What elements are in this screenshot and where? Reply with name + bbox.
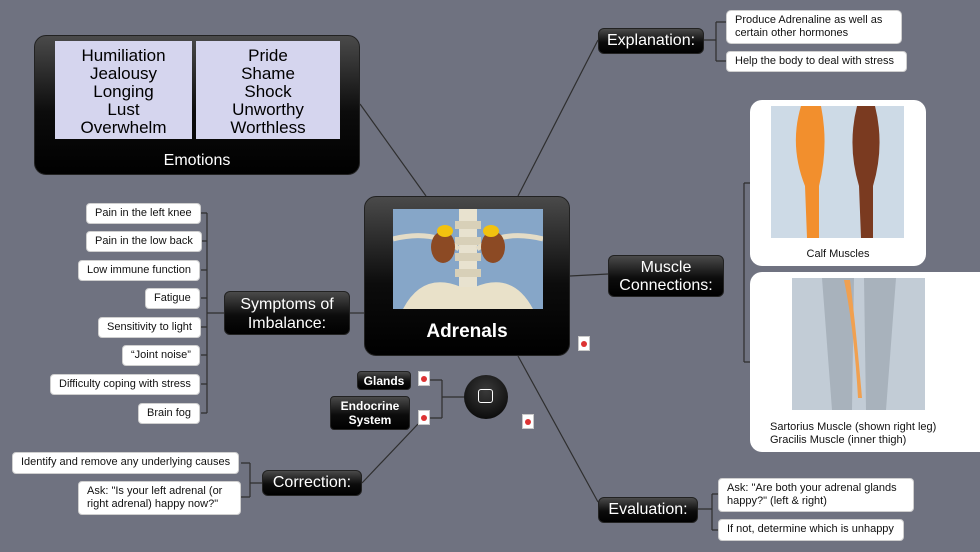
emotion-item: Longing [93,82,154,101]
central-node[interactable]: Adrenals [364,196,570,356]
calf-muscles-icon [771,106,904,238]
pdf-attachment-icon[interactable] [578,336,590,351]
endocrine-label-1: Endocrine [340,399,400,413]
muscle-connections-node[interactable]: Muscle Connections: [608,255,724,297]
calf-muscles-caption: Calf Muscles [806,248,870,260]
emotion-item: Jealousy [89,64,158,83]
emotion-item: Pride [248,46,288,65]
symptom-item[interactable]: Fatigue [145,288,200,309]
sartorius-caption-1: Sartorius Muscle (shown right leg) [770,421,937,433]
explanation-item[interactable]: Help the body to deal with stress [726,51,907,72]
emotions-column-left: Humiliation Jealousy Longing Lust Overwh… [55,41,192,139]
symptoms-label-1: Symptoms of [240,296,334,313]
correction-label: Correction: [272,474,352,491]
emotion-item: Shame [241,64,295,83]
correction-item[interactable]: Ask: "Is your left adrenal (or right adr… [78,481,241,515]
sartorius-muscles-icon [792,278,925,410]
emotions-node[interactable]: Humiliation Jealousy Longing Lust Overwh… [34,35,360,175]
symptom-item[interactable]: Sensitivity to light [98,317,201,338]
pdf-attachment-icon[interactable] [418,410,430,425]
symptoms-node[interactable]: Symptoms of Imbalance: [224,291,350,335]
sartorius-muscles-card[interactable]: Sartorius Muscle (shown right leg) Graci… [750,272,980,452]
explanation-item[interactable]: Produce Adrenaline as well as certain ot… [726,10,902,44]
evaluation-node[interactable]: Evaluation: [598,497,698,523]
correction-node[interactable]: Correction: [262,470,362,496]
sartorius-caption-2: Gracilis Muscle (inner thigh) [770,434,907,446]
glands-label: Glands [363,374,405,388]
endocrine-system-node[interactable]: Endocrine System [330,396,410,430]
emotions-column-right: Pride Shame Shock Unworthy Worthless [196,41,340,139]
evaluation-item[interactable]: Ask: "Are both your adrenal glands happy… [718,478,914,512]
symptom-item[interactable]: “Joint noise” [122,345,200,366]
endocrine-label-2: System [348,413,392,427]
symptom-item[interactable]: Pain in the left knee [86,203,201,224]
muscle-connections-label-1: Muscle [640,259,692,276]
evaluation-item[interactable]: If not, determine which is unhappy [718,519,904,541]
explanation-node[interactable]: Explanation: [598,28,704,54]
adrenal-anatomy-icon [393,209,543,309]
pdf-attachment-icon[interactable] [522,414,534,429]
emotion-item: Lust [107,100,140,119]
symptoms-label-2: Imbalance: [247,315,327,332]
emotions-label: Emotions [163,152,231,169]
adrenal-image [393,209,543,309]
emotion-item: Worthless [230,118,306,137]
emotion-item: Shock [244,82,292,101]
symptom-item[interactable]: Difficulty coping with stress [50,374,200,395]
calf-muscles-card[interactable]: Calf Muscles [750,100,926,266]
correction-item[interactable]: Identify and remove any underlying cause… [12,452,240,474]
emotion-item: Unworthy [232,100,304,119]
calf-muscles-image [771,106,904,238]
explanation-label: Explanation: [606,32,696,49]
central-title: Adrenals [426,321,508,342]
symptom-item[interactable]: Brain fog [138,403,201,424]
symptom-item[interactable]: Low immune function [78,260,200,281]
evaluation-label: Evaluation: [608,501,688,518]
tablet-icon[interactable] [464,375,508,419]
symptom-item[interactable]: Pain in the low back [86,231,202,252]
emotion-item: Overwhelm [80,118,167,137]
muscle-connections-label-2: Connections: [619,277,713,294]
sartorius-muscles-image [792,278,925,410]
pdf-attachment-icon[interactable] [418,371,430,386]
glands-node[interactable]: Glands [357,371,411,390]
tablet-icon-screen [478,389,493,403]
emotion-item: Humiliation [81,46,166,65]
